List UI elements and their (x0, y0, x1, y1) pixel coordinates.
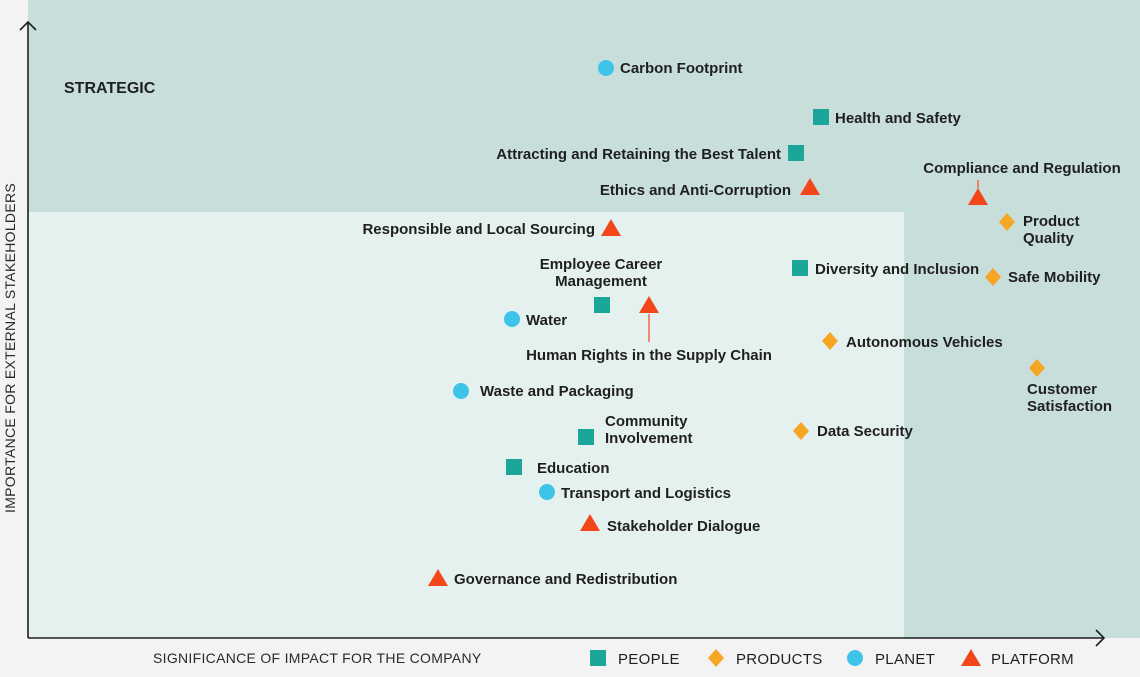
y-axis-title: IMPORTANCE FOR EXTERNAL STAKEHOLDERS (2, 183, 18, 513)
point-label-carbon-footprint: Carbon Footprint (620, 60, 742, 77)
legend: PEOPLE PRODUCTS PLANET PLATFORM (590, 649, 1074, 668)
legend-planet-icon (847, 650, 863, 666)
point-autonomous-vehicles (822, 332, 838, 350)
point-label-water: Water (526, 312, 567, 329)
point-label-stakeholder-dialogue: Stakeholder Dialogue (607, 518, 760, 535)
legend-people-icon (590, 650, 606, 666)
point-data-security (793, 422, 809, 440)
zone-label: STRATEGIC (64, 80, 156, 97)
point-stakeholder-dialogue (580, 514, 600, 531)
point-customer-satisfaction (1029, 359, 1045, 377)
y-axis-arrow-icon (19, 20, 37, 31)
point-label-safe-mobility: Safe Mobility (1008, 269, 1101, 286)
point-human-rights-in-the-supply-chain (639, 296, 659, 313)
legend-platform-icon (961, 649, 981, 666)
point-label-attracting-and-retaining-the-best-talent: Attracting and Retaining the Best Talent (496, 146, 781, 163)
point-carbon-footprint (598, 60, 614, 76)
point-product-quality (999, 213, 1015, 231)
chart-markers (428, 60, 1045, 586)
point-label-compliance-and-regulation: Compliance and Regulation (923, 160, 1121, 177)
legend-label-platform: PLATFORM (991, 651, 1074, 668)
point-responsible-and-local-sourcing (601, 219, 621, 236)
non-strategic-zone (28, 212, 904, 638)
point-label-transport-and-logistics: Transport and Logistics (561, 485, 731, 502)
point-label-human-rights-in-the-supply-chain: Human Rights in the Supply Chain (526, 347, 772, 364)
x-axis-title: SIGNIFICANCE OF IMPACT FOR THE COMPANY (153, 650, 482, 666)
legend-label-planet: PLANET (875, 651, 935, 668)
point-compliance-and-regulation (968, 188, 988, 205)
point-waste-and-packaging (453, 383, 469, 399)
point-health-and-safety (813, 109, 829, 125)
point-label-autonomous-vehicles: Autonomous Vehicles (846, 334, 1003, 351)
point-transport-and-logistics (539, 484, 555, 500)
legend-products-icon (708, 649, 724, 667)
point-water (504, 311, 520, 327)
point-safe-mobility (985, 268, 1001, 286)
point-label-education: Education (537, 460, 610, 477)
point-ethics-and-anti-corruption (800, 178, 820, 195)
point-label-diversity-and-inclusion: Diversity and Inclusion (815, 261, 979, 278)
point-attracting-and-retaining-the-best-talent (788, 145, 804, 161)
legend-label-products: PRODUCTS (736, 651, 823, 668)
point-label-data-security: Data Security (817, 423, 914, 440)
point-education (506, 459, 522, 475)
x-axis-arrow-icon (1095, 629, 1106, 647)
point-diversity-and-inclusion (792, 260, 808, 276)
legend-label-people: PEOPLE (618, 651, 680, 668)
point-label-ethics-and-anti-corruption: Ethics and Anti-Corruption (600, 182, 791, 199)
point-label-responsible-and-local-sourcing: Responsible and Local Sourcing (362, 221, 595, 238)
point-label-health-and-safety: Health and Safety (835, 110, 962, 127)
point-employee-career-management (594, 297, 610, 313)
point-label-waste-and-packaging: Waste and Packaging (480, 383, 634, 400)
point-label-governance-and-redistribution: Governance and Redistribution (454, 571, 677, 588)
point-community-involvement (578, 429, 594, 445)
point-governance-and-redistribution (428, 569, 448, 586)
